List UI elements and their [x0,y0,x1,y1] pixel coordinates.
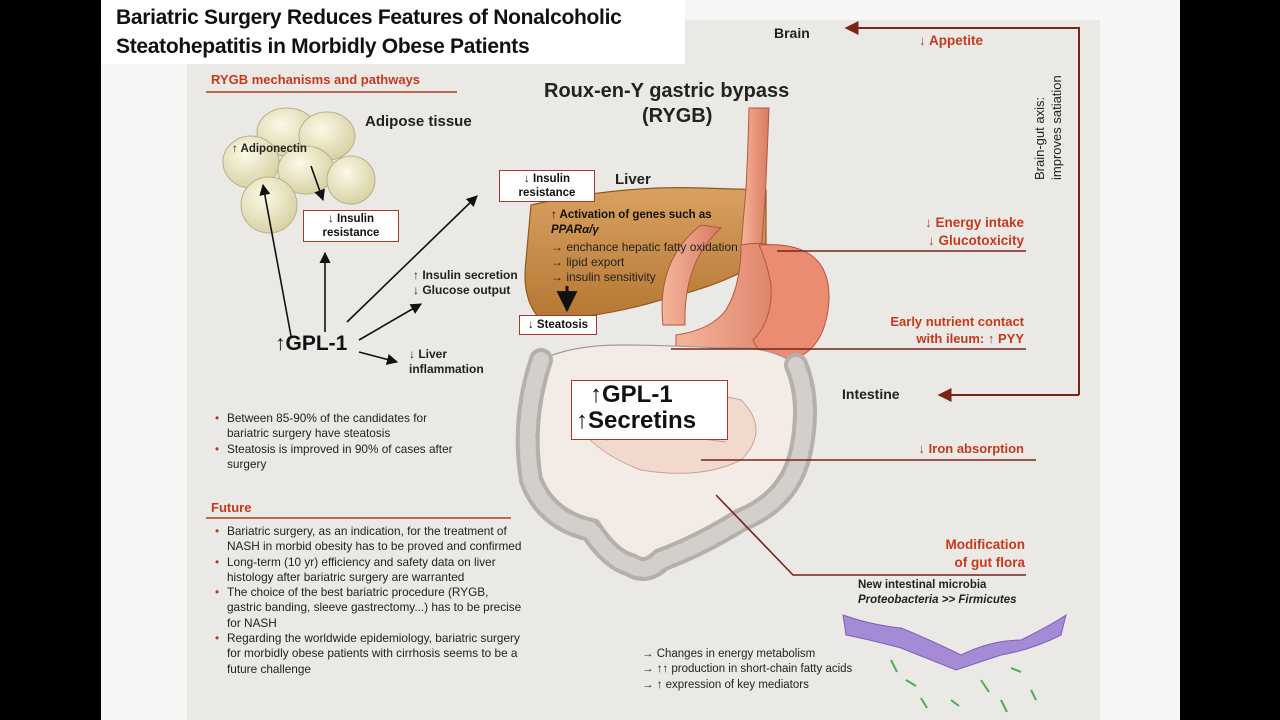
future-bullet: Regarding the worldwide epidemiology, ba… [213,631,525,677]
liver-insulin-resistance-line-1: ↓ Insulin [524,173,570,185]
pathway-arrows [259,165,578,365]
nutrient-contact-line-2: with ileum: ↑ PYY [916,331,1024,346]
intestinal-villi [842,613,1067,713]
slide-title-line-2: Steatohepatitis in Morbidly Obese Patien… [116,35,530,58]
liver-effect-2: → lipid export [551,255,625,269]
brain-gut-axis-line-1: Brain-gut axis: [1032,96,1047,180]
slide-title-line-1: Bariatric Surgery Reduces Features of No… [116,6,622,29]
energy-intake-label: ↓ Energy intake [924,215,1024,230]
liver-genes-line-2: PPARα/γ [551,224,599,236]
roux-limb [661,224,723,326]
adipose-tissue-label: Adipose tissue [365,113,472,130]
intestine-shape [515,344,817,581]
future-bullet-list: Bariatric surgery, as an indication, for… [213,524,525,677]
adiponectin-label: ↑ Adiponectin [232,143,307,155]
brain-gut-axis-line-2: improves satiation [1049,75,1064,180]
steatosis-bullet-list: Between 85-90% of the candidates for bar… [213,411,453,472]
slide-title-box: Bariatric Surgery Reduces Features of No… [101,0,685,64]
liver-inflammation-line-1: ↓ Liver [409,347,448,361]
brain-label: Brain [774,25,810,41]
brain-gut-loop [844,21,1080,402]
nutrient-contact-line-1: Early nutrient contact [890,314,1024,329]
intestine-label: Intestine [842,386,900,402]
steatosis-bullet: Between 85-90% of the candidates for bar… [213,411,453,442]
iron-absorption-label: ↓ Iron absorption [918,441,1024,456]
metabolism-change-1: → Changes in energy metabolism [642,648,816,660]
liver-label: Liver [615,171,651,188]
steatosis-label: ↓ Steatosis [527,319,589,331]
steatosis-box: ↓ Steatosis [519,315,597,335]
gpl1-secretins-box: ↑GPL-1 ↑Secretins [571,380,728,440]
adipose-insulin-resistance-line-2: resistance [322,227,380,239]
liver-insulin-resistance-box: ↓ Insulin resistance [499,170,595,202]
rygb-title-line-1: Roux-en-Y gastric bypass [544,80,790,102]
microbia-line-1: New intestinal microbia [858,579,987,591]
steatosis-bullet: Steatosis is improved in 90% of cases af… [213,442,453,473]
future-bullet: Long-term (10 yr) efficiency and safety … [213,555,525,586]
metabolism-change-3: → ↑ expression of key mediators [642,679,809,691]
gpl1-label: ↑GPL-1 [275,332,348,355]
center-secretins: ↑Secretins [576,407,697,434]
glucose-output-label: ↓ Glucose output [413,283,511,297]
adipose-cells [222,107,376,234]
slide: Bariatric Surgery Reduces Features of No… [101,0,1180,720]
glucotoxicity-label: ↓ Glucotoxicity [927,233,1024,248]
liver-inflammation-line-2: inflammation [409,362,484,376]
center-gpl1: ↑GPL-1 [590,381,673,408]
gut-flora-line-1: Modification [945,537,1026,552]
future-heading: Future [211,500,252,515]
brain-gut-axis-label: Brain-gut axis: improves satiation [1031,75,1065,180]
liver-genes-line-1: ↑ Activation of genes such as [551,209,712,221]
liver-insulin-resistance-line-2: resistance [518,187,576,199]
rygb-title-line-2: (RYGB) [642,105,713,127]
microbia-line-2: Proteobacteria >> Firmicutes [858,594,1017,606]
future-bullet: Bariatric surgery, as an indication, for… [213,524,525,555]
appetite-label: ↓ Appetite [919,33,983,48]
adipose-insulin-resistance-box: ↓ Insulin resistance [303,210,399,242]
adipose-insulin-resistance-line-1: ↓ Insulin [328,213,374,225]
leader-lines [671,250,1036,576]
mechanisms-heading: RYGB mechanisms and pathways [211,72,421,87]
metabolism-change-2: → ↑↑ production in short-chain fatty aci… [642,663,853,675]
future-bullet: The choice of the best bariatric procedu… [213,585,525,631]
liver-effect-1: → enchance hepatic fatty oxidation [551,240,738,254]
liver-effect-3: → insulin sensitivity [551,270,656,284]
insulin-secretion-label: ↑ Insulin secretion [413,268,518,282]
gut-flora-line-2: of gut flora [954,555,1026,570]
